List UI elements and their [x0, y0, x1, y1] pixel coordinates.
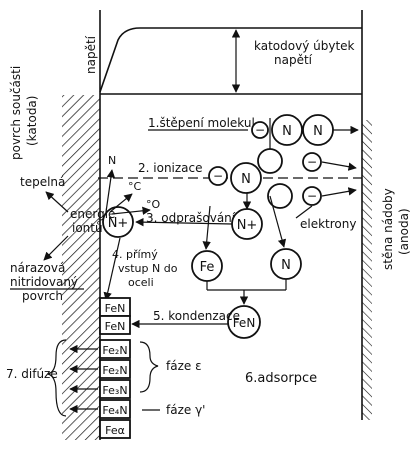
label-step5: 5. kondenzace: [153, 309, 240, 323]
sputter-arrow-2: [109, 193, 133, 213]
label-step7: 7. difúze: [6, 367, 58, 381]
phase-epsilon-brace: [139, 341, 159, 393]
layer-3-label: Fe₂N: [102, 344, 127, 357]
sputtered-N-label: N: [108, 154, 116, 167]
label-energie: energie: [70, 207, 115, 221]
label-step4c: oceli: [128, 276, 154, 289]
sputtered-C-label: °C: [128, 180, 142, 193]
molecule-N-1-label: N: [282, 124, 292, 139]
diffusion-brace: [47, 339, 67, 417]
cathode-hatching: [62, 95, 100, 440]
label-step2: 2. ionizace: [138, 161, 203, 175]
layer-4-label: Fe₂N: [102, 364, 127, 377]
label-step1: 1.štěpení molekul: [148, 116, 255, 130]
label-narazova: nárazová: [10, 261, 65, 275]
label-step4b: vstup N do: [118, 262, 178, 275]
arrow-narazova: [43, 235, 69, 261]
label-povrch: povrch: [22, 289, 63, 303]
sputtered-O-label: °O: [146, 198, 161, 211]
layer-6-label: Fe₄N: [102, 404, 127, 417]
arrow-tepelna: [45, 191, 69, 213]
arrow-to-Fe: [202, 205, 211, 250]
voltage-curve: [99, 27, 362, 93]
layer-5-label: Fe₃N: [102, 384, 127, 397]
electron-minus-4: [302, 186, 322, 206]
layer-6: [99, 399, 131, 419]
label-step6: 6.adsorpce: [245, 371, 317, 386]
atom-N-free-label: N: [281, 258, 291, 273]
layer-5: [99, 379, 131, 399]
layer-stack: FeN FeN Fe₂N Fe₂N Fe₃N Fe₄N Feα: [99, 297, 131, 439]
label-nitridovany: nitridovaný: [10, 275, 78, 289]
label-anoda: (anoda): [397, 208, 411, 255]
ion-arrow-left: [135, 217, 233, 227]
label-tepelna: tepelná: [20, 175, 65, 189]
layer-7-label: Feα: [105, 424, 125, 437]
molecule-FeN: [227, 305, 261, 339]
atom-N-ionized-label: N: [241, 172, 251, 187]
electron-arrow-1: [321, 161, 357, 171]
label-napeti: napětí: [84, 35, 98, 74]
electron-minus-2-label: −: [213, 169, 223, 183]
layer-7: [99, 419, 131, 439]
electron-minus-3: [302, 152, 322, 172]
atom-N-ionized: [230, 162, 262, 194]
sputter-arrow-1: [105, 169, 116, 213]
atom-Fe-label: Fe: [200, 260, 215, 275]
label-faze-gamma: fáze γ': [166, 403, 205, 417]
label-stena-nadoby: stěna nádoby: [381, 188, 395, 270]
label-povrch-soucasti: povrch součásti: [9, 66, 23, 160]
electron-minus-4-label: −: [307, 189, 317, 203]
electron-minus-3-label: −: [307, 155, 317, 169]
label-step3: 3. odprašování: [146, 211, 236, 225]
electron-minus-2: [208, 166, 228, 186]
layer-2-label: FeN: [105, 320, 126, 333]
sputter-arrow-3: [111, 206, 151, 215]
layer-3: [99, 339, 131, 359]
anode-hatching: [362, 120, 372, 420]
ion-N-plus-cathode: [102, 206, 134, 238]
layer-1-label: FeN: [105, 302, 126, 315]
layer-2: [99, 315, 131, 335]
label-iontu: iontů: [72, 221, 103, 235]
molecule-FeN-label: FeN: [233, 316, 256, 330]
label-katodovy-napeti: napětí: [274, 53, 313, 67]
arrow-direct-entry: [103, 237, 121, 301]
ion-N-plus-cathode-label: N+: [108, 216, 129, 231]
ion-N-plus-2-label: N+: [237, 218, 258, 233]
electron-emitted-bottom: [267, 183, 293, 209]
electron-emitted-top: [257, 148, 283, 174]
label-step4a: 4. přímý: [112, 248, 158, 261]
label-katoda: (katoda): [25, 96, 39, 146]
molecule-N-2-label: N: [313, 124, 323, 139]
electron-minus-1-label: −: [255, 123, 265, 137]
label-katodovy: katodový úbytek: [254, 39, 355, 53]
elektrony-leader: [295, 205, 313, 219]
layer-4: [99, 359, 131, 379]
label-elektrony: elektrony: [300, 217, 356, 231]
electron-arrow-2: [321, 187, 357, 197]
electron-minus-1: [251, 121, 269, 139]
label-faze-epsilon: fáze ε: [166, 359, 202, 373]
molecule-N-1: [271, 114, 303, 146]
arrow-to-N: [269, 195, 287, 248]
